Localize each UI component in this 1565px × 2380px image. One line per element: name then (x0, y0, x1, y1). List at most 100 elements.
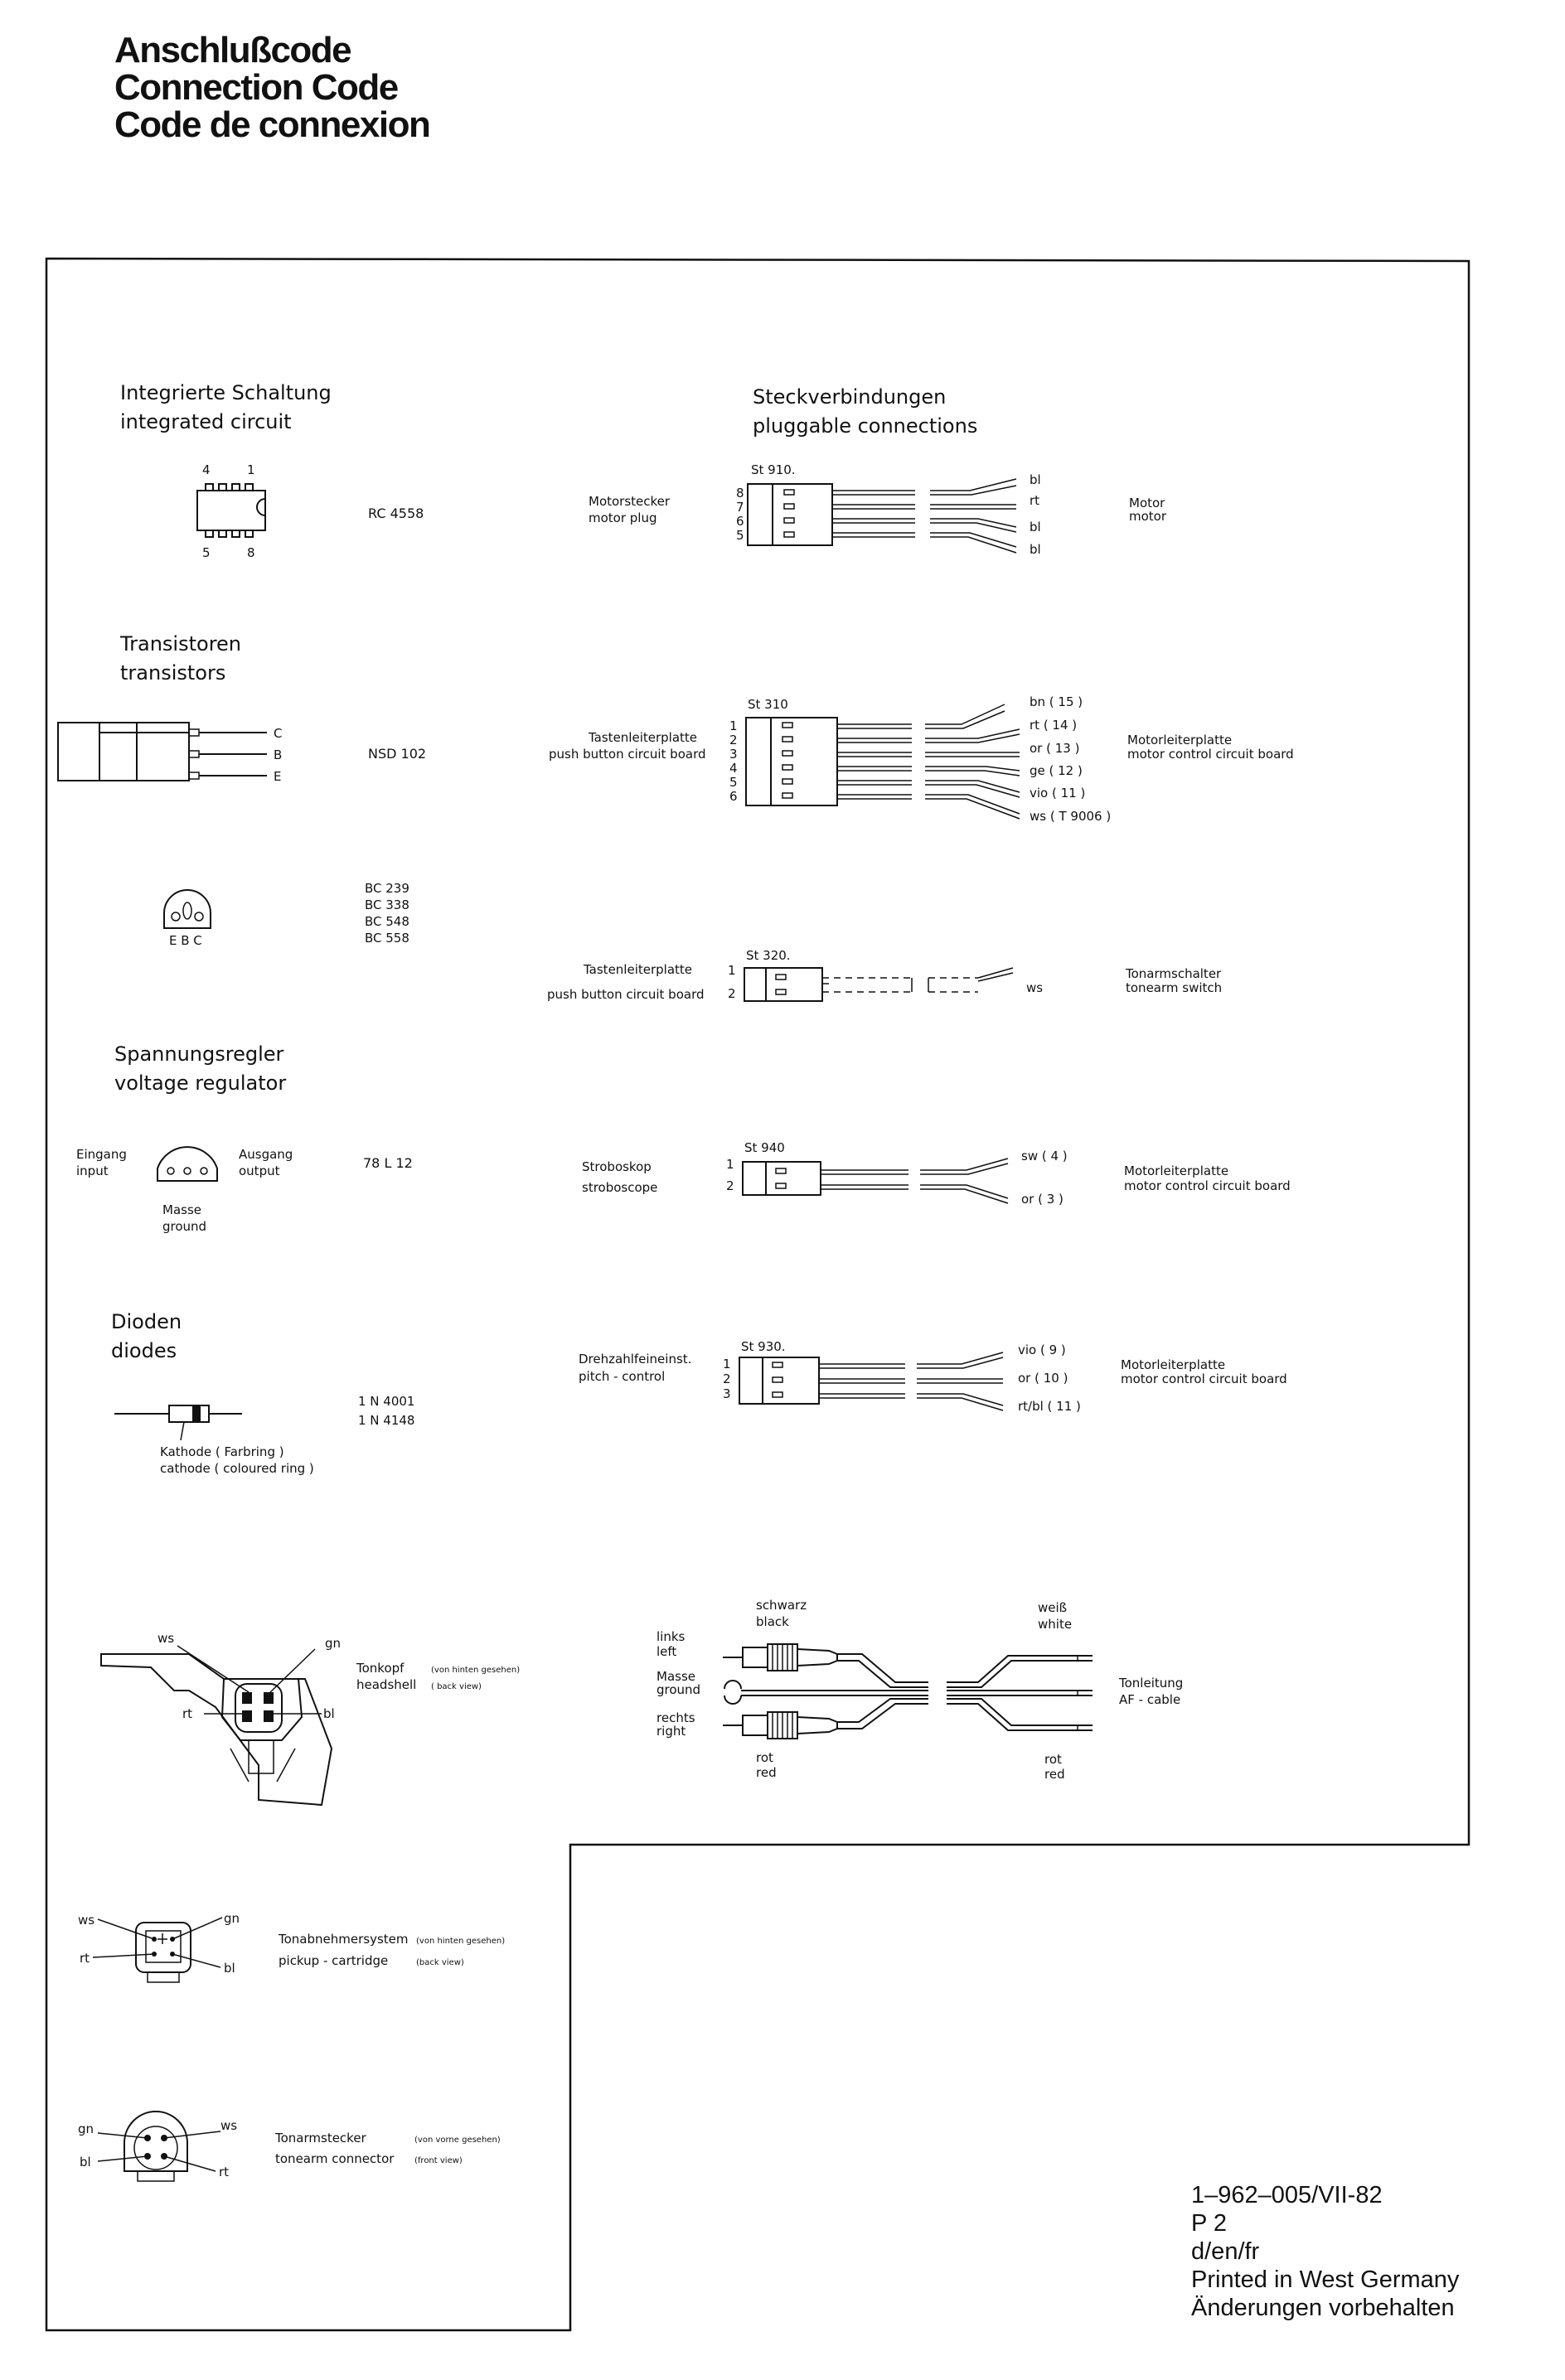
st940-pin-1: 1 (726, 1157, 734, 1172)
transistors-heading-de: Transistoren (119, 632, 241, 655)
st910-dest-de: Motor (1129, 496, 1165, 510)
transistor-pin-e: E (274, 769, 281, 784)
cartridge-rt: rt (80, 1951, 90, 1966)
connector-st320: St 320. Tastenleiterplatte push button c… (547, 948, 1222, 1002)
st320-dest-en: tonearm switch (1126, 980, 1222, 995)
headshell-label-en: headshell (356, 1677, 416, 1692)
st910-wire-4: bl (1030, 542, 1041, 557)
st310-housing (745, 717, 772, 806)
tonearm-connector-bl: bl (80, 2155, 91, 2170)
diode-cathode-de: Kathode ( Farbring ) (160, 1444, 284, 1459)
st910-pin-7: 7 (736, 500, 744, 515)
st940-wires (775, 1158, 1009, 1204)
st320-pin-1: 1 (728, 963, 736, 978)
af-red-de-1: rot (756, 1750, 773, 1765)
st310-pin-4: 4 (729, 761, 738, 776)
tonearm-connector-ws: ws (220, 2118, 237, 2133)
ic-pin1: 1 (247, 462, 255, 477)
st310-wire-4: ge ( 12 ) (1030, 763, 1083, 778)
regulator-input-de: Eingang (76, 1147, 127, 1162)
af-cable-label-en: AF - cable (1119, 1692, 1180, 1707)
footer-page: P 2 (1191, 2210, 1228, 2237)
st930-wire-1: vio ( 9 ) (1018, 1342, 1066, 1357)
headshell-rt: rt (182, 1706, 192, 1721)
cartridge-note-en: (back view) (416, 1958, 464, 1967)
transistor-type-2d: BC 558 (365, 931, 409, 946)
st930-name: St 930. (741, 1339, 786, 1354)
st320-dest-de: Tonarmschalter (1125, 966, 1222, 981)
af-ground-de: Masse (657, 1669, 695, 1684)
st930-housing (739, 1357, 763, 1405)
regulator-type: 78 L 12 (363, 1155, 413, 1171)
st940-dest-de: Motorleiterplatte (1124, 1163, 1228, 1178)
af-cable-label-de: Tonleitung (1118, 1676, 1183, 1691)
diode-cathode-en: cathode ( coloured ring ) (160, 1461, 314, 1476)
st310-pin-5: 5 (729, 775, 738, 790)
st940-wire-2: or ( 3 ) (1021, 1192, 1064, 1207)
ic-pin8: 8 (247, 545, 255, 560)
st940-name: St 940 (744, 1140, 785, 1155)
tonearm-connector-label-de: Tonarmstecker (274, 2131, 367, 2145)
st320-label-en: push button circuit board (547, 987, 705, 1002)
st310-name: St 310 (748, 697, 788, 712)
tonearm-connector-gn: gn (78, 2121, 94, 2136)
cartridge-note-de: (von hinten gesehen) (416, 1937, 505, 1946)
diode-type-1: 1 N 4001 (358, 1394, 414, 1409)
st940-label-en: stroboscope (582, 1180, 657, 1195)
af-red-de-2: rot (1044, 1752, 1062, 1767)
diagram-frame (45, 257, 1471, 2332)
title-german: Anschlußcode (114, 30, 352, 70)
regulator-ground-en: ground (162, 1219, 206, 1234)
af-black-de: schwarz (756, 1598, 807, 1613)
st310-wire-6: ws ( T 9006 ) (1030, 809, 1111, 824)
st940-pin-2: 2 (726, 1178, 734, 1193)
regulator-heading-de: Spannungsregler (114, 1042, 284, 1066)
headshell-section: ws gn rt bl Tonkopf (von hinten gesehen)… (100, 1631, 520, 1807)
title-french: Code de connexion (114, 104, 431, 145)
af-red-en-1: red (756, 1765, 777, 1780)
st940-housing (742, 1161, 767, 1196)
st320-name: St 320. (746, 948, 791, 963)
st940-wire-1: sw ( 4 ) (1021, 1149, 1068, 1163)
af-red-en-2: red (1044, 1767, 1065, 1782)
regulator-section: Spannungsregler voltage regulator Eingan… (76, 1042, 413, 1234)
st930-pin-1: 1 (723, 1357, 731, 1371)
transistors-heading-en: transistors (120, 661, 225, 684)
ic-type: RC 4558 (368, 506, 424, 521)
af-right-en: right (657, 1724, 686, 1739)
tonearm-connector-note-de: (von vorne gesehen) (414, 2136, 501, 2145)
st910-wires (783, 478, 1017, 554)
st910-pin-6: 6 (736, 514, 744, 529)
af-white-de: weiß (1038, 1600, 1067, 1615)
cartridge-label-de: Tonabnehmersystem (278, 1932, 409, 1947)
st320-wires (775, 967, 1014, 995)
document-footer: 1–962–005/VII-82 P 2 d/en/fr Printed in … (1191, 2181, 1459, 2322)
connections-heading-en: pluggable connections (753, 414, 977, 438)
st930-body (762, 1357, 820, 1405)
st310-wire-3: or ( 13 ) (1030, 741, 1079, 756)
st930-wire-3: rt/bl ( 11 ) (1018, 1399, 1081, 1414)
cartridge-section: ws gn rt bl Tonabnehmersystem (von hinte… (78, 1911, 505, 1983)
to92-transistor-symbol (163, 889, 211, 929)
diodes-heading-de: Dioden (111, 1310, 182, 1333)
st930-pin-3: 3 (723, 1386, 731, 1401)
connector-st910: St 910. Motorstecker motor plug 8 7 6 5 … (589, 462, 1167, 557)
headshell-bl: bl (323, 1706, 335, 1721)
transistor-type-2b: BC 338 (365, 897, 409, 912)
connector-st310: St 310 Tastenleiterplatte push button ci… (549, 694, 1294, 824)
ic-section: Integrierte Schaltung integrated circuit… (120, 381, 424, 560)
st310-pin-1: 1 (729, 718, 738, 733)
st310-wires (782, 704, 1020, 820)
regulator-output-de: Ausgang (239, 1147, 293, 1162)
st310-body (770, 717, 838, 806)
st930-wires (772, 1352, 1004, 1411)
document-title-block: Anschlußcode Connection Code Code de con… (114, 30, 431, 145)
ic-pin4: 4 (202, 462, 211, 477)
headshell-label-de: Tonkopf (356, 1661, 405, 1676)
power-transistor-symbol (57, 722, 267, 781)
footer-changes: Änderungen vorbehalten (1191, 2295, 1455, 2321)
cartridge-label-en: pickup - cartridge (279, 1953, 388, 1968)
st310-pin-2: 2 (729, 733, 738, 747)
st910-body (772, 483, 833, 546)
